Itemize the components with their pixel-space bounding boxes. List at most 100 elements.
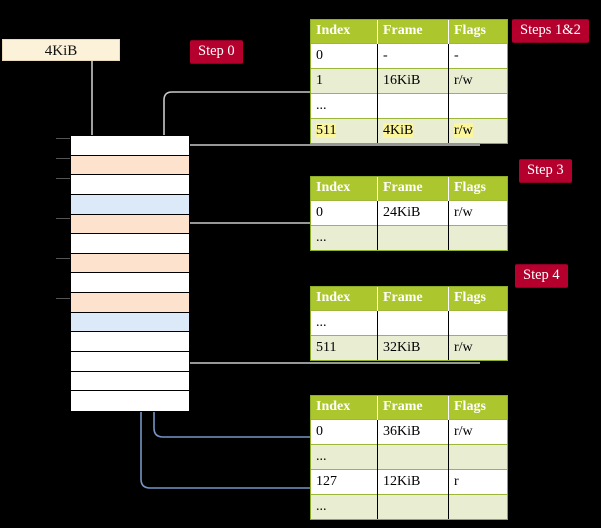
cell-frame: - <box>377 43 449 69</box>
cell-flags: r/w <box>448 419 507 445</box>
badge-step-3-label: Step 3 <box>527 162 564 178</box>
table-row: ... <box>311 93 507 119</box>
cell-flags: - <box>448 43 507 69</box>
memory-row <box>71 352 189 372</box>
page-box-label: 4KiB <box>44 43 78 59</box>
cell-flags <box>448 444 507 470</box>
th-flags: Flags <box>448 287 507 311</box>
th-index: Index <box>311 177 378 201</box>
cell-flags: r/w <box>448 200 507 226</box>
tick-mark <box>56 218 70 219</box>
badge-steps-1-2: Steps 1&2 <box>512 19 589 43</box>
memory-row <box>71 371 189 392</box>
table-header-row: Index Frame Flags <box>311 20 507 44</box>
memory-row <box>71 273 189 294</box>
badge-step-0: Step 0 <box>190 40 243 64</box>
tick-mark <box>56 158 70 159</box>
cell-flags: r/w <box>448 335 507 360</box>
memory-row <box>71 155 189 176</box>
cell-frame: 16KiB <box>377 68 449 94</box>
tick-mark <box>56 298 70 299</box>
cell-index: 0 <box>311 200 378 226</box>
memory-row <box>71 253 189 274</box>
th-flags: Flags <box>448 396 507 420</box>
cell-frame <box>377 225 449 250</box>
th-frame: Frame <box>377 177 449 201</box>
memory-row <box>71 391 189 411</box>
cell-index: ... <box>311 494 378 519</box>
th-flags: Flags <box>448 20 507 44</box>
table-row: ... <box>311 444 507 470</box>
th-index: Index <box>311 287 378 311</box>
cell-flags: r/w <box>448 118 507 143</box>
badge-step-0-label: Step 0 <box>198 43 235 59</box>
cell-index: ... <box>311 225 378 250</box>
cell-index: 127 <box>311 469 378 495</box>
cell-index: ... <box>311 444 378 470</box>
memory-row <box>71 234 189 254</box>
th-index: Index <box>311 20 378 44</box>
page-box-4kib: 4KiB <box>2 39 120 61</box>
memory-row <box>71 214 189 235</box>
tick-mark <box>56 178 70 179</box>
cell-frame: 32KiB <box>377 335 449 360</box>
cell-flags <box>448 225 507 250</box>
cell-frame: 36KiB <box>377 419 449 445</box>
table-row: ... <box>311 494 507 519</box>
cell-index: 511 <box>311 335 378 360</box>
cell-frame <box>377 93 449 119</box>
table-header-row: Index Frame Flags <box>311 396 507 420</box>
cell-index: 511 <box>311 118 378 143</box>
badge-step-4-label: Step 4 <box>523 267 560 283</box>
table-row: 0-- <box>311 43 507 69</box>
cell-index: ... <box>311 310 378 336</box>
badge-step-4: Step 4 <box>515 264 568 288</box>
th-frame: Frame <box>377 20 449 44</box>
memory-row <box>71 312 189 333</box>
cell-frame: 12KiB <box>377 469 449 495</box>
tick-mark <box>56 258 70 259</box>
cell-frame: 24KiB <box>377 200 449 226</box>
memory-row <box>71 175 189 195</box>
table-row: ... <box>311 310 507 336</box>
cell-flags <box>448 310 507 336</box>
th-flags: Flags <box>448 177 507 201</box>
badge-steps-1-2-label: Steps 1&2 <box>520 22 581 38</box>
table-header-row: Index Frame Flags <box>311 287 507 311</box>
memory-row <box>71 136 189 156</box>
tick-mark <box>56 138 70 139</box>
th-frame: Frame <box>377 287 449 311</box>
cell-index: 0 <box>311 419 378 445</box>
memory-row <box>71 332 189 353</box>
th-index: Index <box>311 396 378 420</box>
cell-frame <box>377 310 449 336</box>
cell-flags <box>448 494 507 519</box>
cell-flags: r <box>448 469 507 495</box>
cell-index: 1 <box>311 68 378 94</box>
physical-memory-column <box>70 135 190 412</box>
cell-index: 0 <box>311 43 378 69</box>
badge-step-3: Step 3 <box>519 159 572 183</box>
cell-frame: 4KiB <box>377 118 449 143</box>
cell-flags: r/w <box>448 68 507 94</box>
table-row: ... <box>311 225 507 250</box>
memory-row <box>71 293 189 313</box>
th-frame: Frame <box>377 396 449 420</box>
cell-index: ... <box>311 93 378 119</box>
cell-flags <box>448 93 507 119</box>
